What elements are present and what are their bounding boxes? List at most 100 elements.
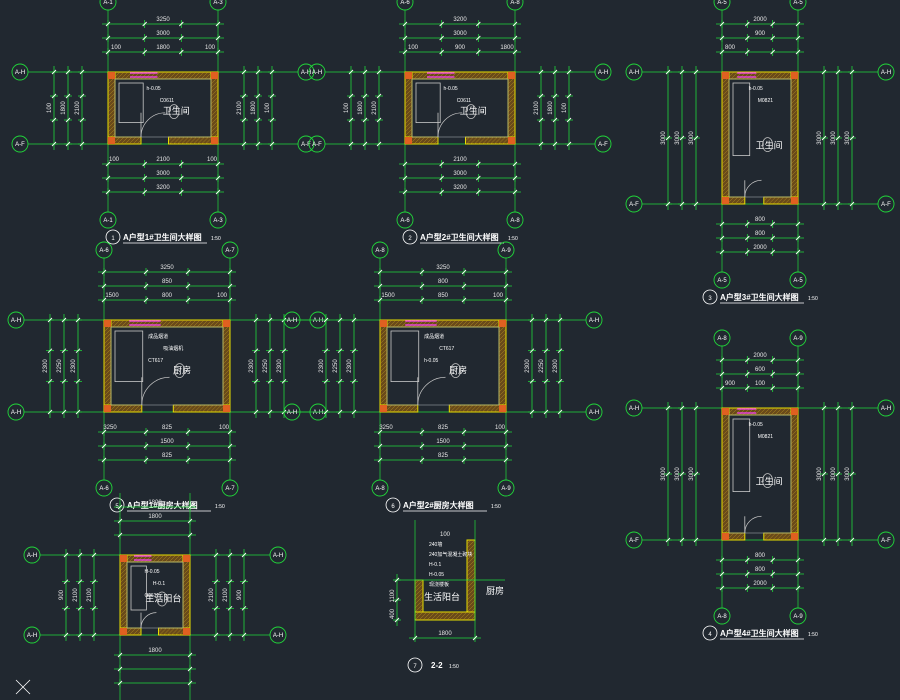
room-label: 卫生间 <box>163 105 190 116</box>
dim-tick <box>693 471 699 477</box>
wall-hatch <box>498 348 507 357</box>
dim-text: 1800 <box>251 101 257 115</box>
wall-hatch <box>721 88 730 97</box>
dim-tick <box>61 348 67 353</box>
wall-hatch <box>196 319 205 328</box>
wall-hatch <box>466 539 472 545</box>
dim-text: 1800 <box>148 500 162 506</box>
wall-hatch <box>721 472 730 481</box>
wall-hatch <box>164 554 173 563</box>
dim-tick <box>665 69 671 75</box>
wall-hatch <box>466 603 476 613</box>
wall-hatch <box>400 404 409 413</box>
wall-hatch <box>107 120 116 129</box>
dim-tick <box>143 457 149 463</box>
dim-tick <box>143 283 149 289</box>
dim-tick <box>719 371 725 377</box>
drawing-title: A户型1#厨房大样图 <box>127 500 198 510</box>
wall-hatch <box>754 71 763 80</box>
dim-text: 3000 <box>156 171 170 177</box>
dim-tick <box>215 49 221 55</box>
wall-hatch <box>489 71 498 80</box>
dim-tick <box>101 457 107 463</box>
axis-label: A-6 <box>99 486 109 492</box>
wall-hatch <box>404 108 413 117</box>
dim-tick <box>348 69 354 75</box>
wall-hatch <box>790 484 799 493</box>
axis-bubble <box>594 135 612 153</box>
wall-hatch <box>193 136 201 145</box>
axis-label: A-H <box>15 70 25 76</box>
wall-hatch <box>790 436 799 445</box>
wall-hatch <box>454 611 464 621</box>
axis-bubble <box>594 63 612 81</box>
wall-hatch <box>778 71 787 80</box>
wall-hatch <box>210 80 219 89</box>
dim-tick <box>665 135 671 141</box>
dim-tick <box>821 135 827 141</box>
wall-hatch <box>214 404 222 413</box>
wall-hatch <box>414 583 424 593</box>
dim-tick <box>241 632 247 638</box>
dim-tick <box>552 141 558 147</box>
axis-bubble <box>23 626 41 644</box>
wall-hatch <box>210 88 219 97</box>
wall-hatch <box>119 579 128 588</box>
wall-hatch <box>107 84 116 93</box>
wall-hatch <box>470 136 478 145</box>
dim-tick <box>227 443 233 449</box>
wall-hatch <box>120 319 129 328</box>
dim-tick <box>461 429 467 435</box>
wall-hatch <box>181 136 189 145</box>
dim-text: 2300 <box>553 359 559 373</box>
dim-tick <box>377 297 383 303</box>
axis-bubble <box>308 63 326 81</box>
dim-tick <box>105 189 111 195</box>
dim-tick <box>503 297 509 303</box>
drawing-number: 4 <box>708 632 712 638</box>
door-swing <box>140 112 166 138</box>
dim-tick <box>241 69 247 75</box>
wall-hatch <box>107 104 116 113</box>
wall-hatch <box>119 583 128 592</box>
shower-area <box>732 82 751 156</box>
wall-hatch <box>128 404 137 413</box>
wall-hatch <box>460 319 469 328</box>
wall-hatch <box>790 80 799 89</box>
wall-hatch <box>721 144 730 153</box>
wall-hatch <box>182 603 191 612</box>
dim-tick <box>419 429 425 435</box>
annotation-text: h-0.05 <box>749 86 763 92</box>
dim-tick <box>795 221 801 227</box>
dim-tick <box>849 471 855 477</box>
dim-tick <box>362 141 368 147</box>
dim-tick <box>227 283 233 289</box>
dim-text: 1800 <box>548 101 554 115</box>
wall-hatch <box>466 567 476 577</box>
dim-tick <box>394 597 400 603</box>
dim-text: 1800 <box>148 514 162 520</box>
dim-text: 2250 <box>539 359 545 373</box>
dim-text: 825 <box>438 425 449 431</box>
wall-hatch <box>180 71 189 80</box>
wall-hatch <box>764 532 772 541</box>
dim-text: 3000 <box>689 467 695 481</box>
wall-hatch <box>778 407 787 416</box>
wall-hatch <box>404 124 413 133</box>
wall-hatch <box>210 100 219 109</box>
wall-hatch <box>119 587 128 596</box>
dim-text: 2300 <box>43 359 49 373</box>
wall-hatch <box>379 348 388 357</box>
dim-tick <box>143 429 149 435</box>
axis-label: A-H <box>881 70 891 76</box>
wall-hatch <box>721 124 730 133</box>
drawing-number: 7 <box>413 664 417 670</box>
wall-hatch <box>210 84 219 93</box>
axis-label: A-H <box>629 70 639 76</box>
drawing-title: 2-2 <box>431 661 443 670</box>
wall-hatch <box>466 591 476 601</box>
wall-hatch <box>222 384 231 393</box>
dim-tick <box>101 283 107 289</box>
wall-hatch <box>466 404 474 413</box>
